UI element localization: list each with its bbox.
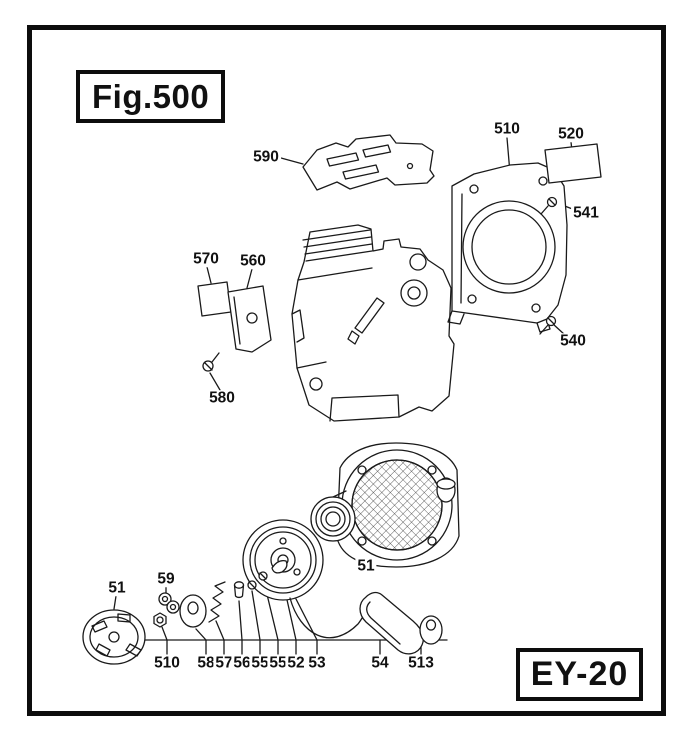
gasket-570 <box>197 281 232 317</box>
part-label-51-center: 51 <box>355 557 377 575</box>
model-code-box: EY-20 <box>516 648 643 701</box>
nut-510 <box>153 612 167 628</box>
recoil-starter-housing <box>336 442 460 568</box>
spring-57 <box>208 581 226 623</box>
starter-pulley-cup-51 <box>82 609 146 665</box>
part-label-59: 59 <box>155 570 177 588</box>
ratchet-52 <box>271 560 288 574</box>
part-label-56: 56 <box>231 654 253 672</box>
heat-shield-590 <box>302 134 435 191</box>
blower-housing-510 <box>447 162 568 333</box>
part-label-55-a: 55 <box>249 654 271 672</box>
part-label-57: 57 <box>213 654 235 672</box>
part-label-54: 54 <box>369 654 391 672</box>
part-label-510-top: 510 <box>492 120 522 138</box>
part-label-541: 541 <box>571 204 601 222</box>
starter-rope-54 <box>289 597 371 639</box>
recoil-spring-51 <box>310 490 356 542</box>
friction-plate-58 <box>179 594 207 628</box>
part-label-520: 520 <box>556 125 586 143</box>
part-label-55-b: 55 <box>267 654 289 672</box>
part-label-570: 570 <box>191 250 221 268</box>
part-label-580: 580 <box>207 389 237 407</box>
plate-560 <box>227 285 272 353</box>
part-label-513: 513 <box>406 654 436 672</box>
bolt-540 <box>539 315 557 335</box>
washers-59 <box>158 592 180 614</box>
screw-55-a <box>247 580 257 590</box>
handle-insert-513 <box>419 615 443 645</box>
part-label-590: 590 <box>251 148 281 166</box>
screw-580 <box>202 352 220 372</box>
rope-handle-54 <box>359 591 425 655</box>
part-label-510-bottom: 510 <box>152 654 182 672</box>
figure-title: Fig.500 <box>92 77 210 115</box>
figure-title-box: Fig.500 <box>76 70 226 123</box>
part-label-560: 560 <box>238 252 268 270</box>
screw-541 <box>540 196 558 215</box>
part-label-52: 52 <box>285 654 307 672</box>
engine-block <box>291 224 455 422</box>
part-label-53: 53 <box>306 654 328 672</box>
part-label-540: 540 <box>558 332 588 350</box>
pin-56 <box>233 581 245 599</box>
screw-55-b <box>258 571 268 581</box>
model-code: EY-20 <box>530 655 629 693</box>
part-label-58: 58 <box>195 654 217 672</box>
label-plate-520 <box>544 143 602 184</box>
part-label-51-left: 51 <box>106 579 128 597</box>
